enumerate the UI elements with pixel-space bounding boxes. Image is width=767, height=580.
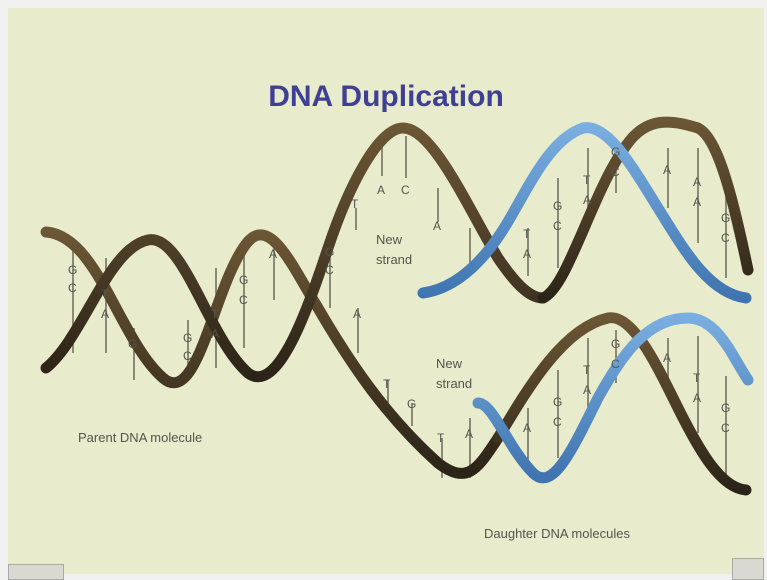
base-letter: C [401, 183, 410, 197]
base-letter: A [523, 247, 531, 261]
base-letter: A [523, 421, 531, 435]
base-letter: A [433, 219, 441, 233]
base-letter: A [583, 383, 591, 397]
new-strand-top-label: New [376, 232, 403, 247]
base-letter: A [101, 307, 109, 321]
corner-button-left[interactable] [8, 564, 64, 580]
daughter-top-old-strand [543, 122, 748, 298]
base-letter: A [269, 247, 277, 261]
base-letter: A [663, 351, 671, 365]
base-letter: C [325, 263, 334, 277]
base-letter: T [583, 363, 591, 377]
base-letter: T [437, 431, 445, 445]
base-letter: T [523, 227, 531, 241]
base-letter: C [611, 357, 620, 371]
new-strand-bottom-label: strand [436, 376, 472, 391]
slide: DNA Duplication [8, 8, 764, 574]
base-letter: A [693, 195, 701, 209]
base-letter: G [553, 395, 562, 409]
base-letter: T [211, 307, 219, 321]
base-letter: C [553, 415, 562, 429]
base-letter: A [583, 193, 591, 207]
daughter-dna-label: Daughter DNA molecules [484, 526, 630, 541]
base-letter: C [611, 165, 620, 179]
base-letter: A [377, 183, 385, 197]
base-letter: A [693, 175, 701, 189]
base-letter: G [721, 211, 730, 225]
base-letter: T [351, 197, 359, 211]
base-letter: A [663, 163, 671, 177]
corner-button-right[interactable] [732, 558, 764, 580]
base-letter: T [101, 287, 109, 301]
base-letter: A [693, 391, 701, 405]
base-letter: G [553, 199, 562, 213]
new-strand-top-label: strand [376, 252, 412, 267]
base-letter: G [611, 145, 620, 159]
dna-replication-diagram: G C T A G G C T A G C A G C A C T A A T … [8, 8, 764, 574]
base-letter: G [68, 263, 77, 277]
base-letter: C [721, 421, 730, 435]
base-letter: C [239, 293, 248, 307]
base-letter: C [721, 231, 730, 245]
base-letter: A [211, 327, 219, 341]
base-letter: G [407, 397, 416, 411]
base-letter: G [183, 331, 192, 345]
base-letter: G [721, 401, 730, 415]
base-letter: T [693, 371, 701, 385]
base-letter: G [239, 273, 248, 287]
base-letter: C [183, 349, 192, 363]
daughter-bottom-old-strand [498, 318, 746, 490]
parent-dna-label: Parent DNA molecule [78, 430, 202, 445]
base-letter: A [465, 427, 473, 441]
parent-strand-b [46, 128, 543, 377]
base-letter: A [353, 307, 361, 321]
base-letter: C [68, 281, 77, 295]
base-letter: G [611, 337, 620, 351]
base-letter: T [583, 173, 591, 187]
base-letter: G [325, 245, 334, 259]
base-letter: T [383, 377, 391, 391]
fork-base-letters: A C T A A T G T A [351, 183, 473, 445]
new-strand-bottom-label: New [436, 356, 463, 371]
base-letter: G [128, 337, 137, 351]
base-letter: C [553, 219, 562, 233]
